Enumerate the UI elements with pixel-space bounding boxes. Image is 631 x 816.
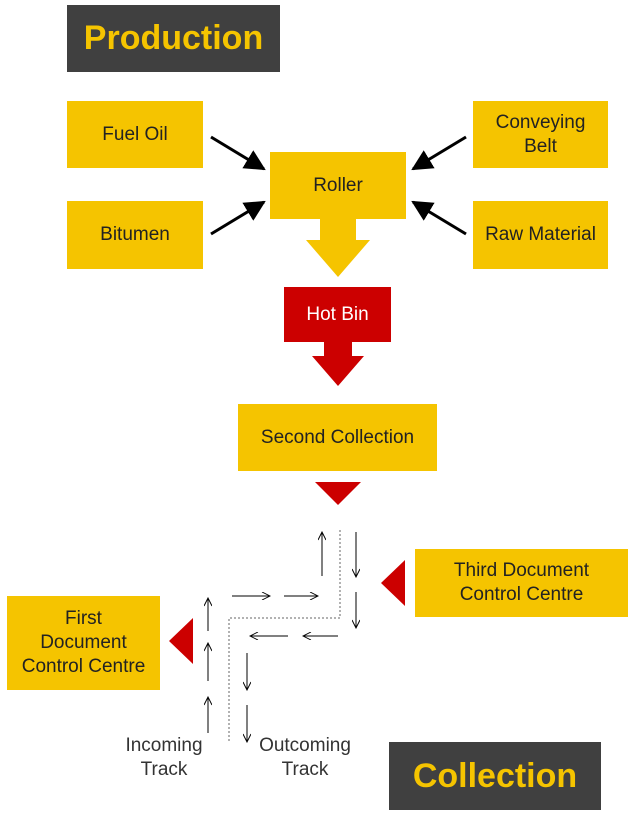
incoming-track-label: Incoming Track: [125, 735, 203, 780]
conveying-belt-box: Conveying Belt: [473, 101, 608, 168]
first-dcc-box: First Document Control Centre: [7, 596, 160, 690]
track-outline: [228, 530, 341, 742]
production-title: Production: [67, 5, 280, 72]
block-arrow-roller-to-hotbin: [306, 219, 370, 277]
second-collection-box: Second Collection: [238, 404, 437, 471]
fuel-oil-box: Fuel Oil: [67, 101, 203, 168]
block-arrow-hotbin-to-second: [312, 342, 364, 386]
third-dcc-box: Third Document Control Centre: [415, 549, 628, 617]
arrow-belt-to-roller: [411, 135, 467, 171]
red-triangle-third: [381, 560, 405, 606]
red-triangle-second: [315, 482, 361, 505]
arrow-fuel-oil-to-roller: [210, 135, 266, 171]
collection-title: Collection: [389, 742, 601, 810]
hot-bin-box: Hot Bin: [284, 287, 391, 342]
red-triangle-first: [169, 618, 193, 664]
arrow-bitumen-to-roller: [210, 200, 266, 236]
bitumen-box: Bitumen: [67, 201, 203, 269]
roller-box: Roller: [270, 152, 406, 219]
raw-material-box: Raw Material: [473, 201, 608, 269]
arrow-raw-material-to-roller: [411, 200, 467, 236]
outcoming-track-label: Outcoming Track: [259, 735, 351, 780]
